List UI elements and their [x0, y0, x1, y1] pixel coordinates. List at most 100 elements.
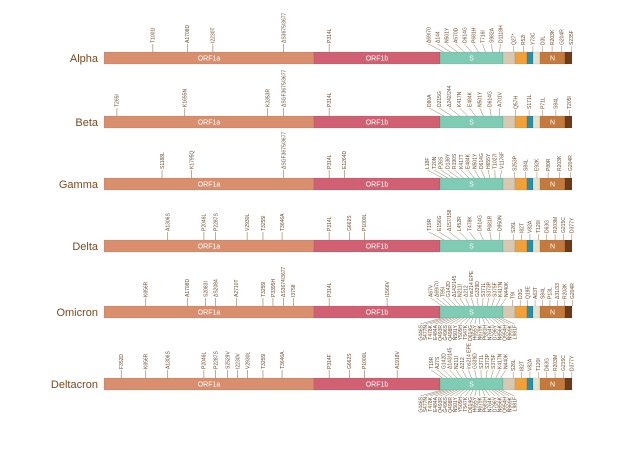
mutation-tick	[439, 232, 452, 240]
orf3-segment	[515, 240, 527, 252]
mutation-label: Q19E	[525, 286, 531, 299]
mutation-label: V1176F	[499, 152, 505, 169]
mutation-label: P3395H	[271, 279, 277, 297]
m-segment	[527, 52, 533, 64]
mutation-tick	[438, 44, 451, 52]
mutation-label: G204R	[559, 29, 565, 45]
variant-name: Delta	[72, 241, 99, 253]
mutation-label: D614G	[479, 153, 485, 169]
mutation-label: Δ242/244	[447, 85, 453, 107]
mutation-tick	[434, 170, 448, 178]
mutation-tick	[492, 390, 500, 396]
m-segment	[527, 116, 533, 128]
mutation-tick	[490, 108, 491, 116]
mutation-label: ΔSGF3675/3677	[281, 70, 287, 107]
mutation-label: D614G	[462, 27, 468, 43]
mutation-label: R203K	[563, 283, 569, 299]
mutation-tick	[491, 370, 494, 378]
mutation-label: T120I	[536, 358, 542, 371]
mutation-label: A1708D	[185, 25, 191, 43]
mutation-label: N440K	[504, 353, 510, 369]
mutation-label: V82A	[528, 220, 534, 233]
e-segment	[503, 52, 515, 64]
mutation-label: P26S	[439, 156, 445, 169]
mutation-label: D215G	[437, 91, 443, 107]
mutation-tick	[460, 298, 465, 306]
mutation-label: I1566V	[385, 280, 391, 297]
mutation-tick	[483, 318, 485, 324]
variant-name: Alpha	[70, 53, 99, 65]
mutation-label: D80A	[427, 94, 433, 107]
mutation-label: E156G	[437, 215, 443, 231]
mutation-label: A701V	[498, 91, 504, 107]
mutation-label: P71L	[540, 97, 546, 109]
mutation-tick	[489, 318, 495, 324]
mutation-label: Δ31/33	[555, 283, 561, 299]
mutation-label: F352D	[119, 354, 125, 369]
mutation-label: P314F	[327, 354, 333, 369]
mutation-label: K417T	[459, 154, 465, 169]
mutation-label: I2230T	[211, 27, 217, 43]
mutation-label: E1264D	[342, 151, 348, 169]
e-segment	[503, 240, 515, 252]
mutation-tick	[475, 318, 476, 324]
mutation-label: N440K	[504, 281, 510, 297]
mutation-label: T3255I	[261, 353, 267, 369]
mutation-tick	[496, 370, 500, 378]
mutation-tick	[441, 170, 453, 178]
mutation-tick	[449, 108, 459, 116]
mutation-label: P314L	[327, 216, 333, 231]
n-label: N	[550, 382, 555, 389]
m-segment	[527, 306, 533, 318]
e-segment	[503, 306, 515, 318]
mutation-label: P314L	[327, 154, 333, 169]
mutation-label: R203M	[553, 217, 559, 233]
mutation-label: D3L	[540, 36, 546, 45]
s-label: S	[469, 56, 474, 63]
mutation-tick	[501, 370, 506, 378]
mutation-tick	[487, 298, 489, 306]
m-segment	[527, 378, 533, 390]
mutation-label: A2710T	[234, 279, 240, 297]
orf1b-label: ORF1b	[366, 382, 389, 389]
mutation-label: P2046L	[202, 352, 208, 369]
variant-name: Gamma	[59, 179, 99, 191]
mutation-label: S1188L	[160, 152, 166, 169]
mutation-label: Δ69/70	[426, 27, 432, 43]
mutation-label: S2529V	[225, 351, 231, 369]
orf1b-label: ORF1b	[366, 56, 389, 63]
orf1b-label: ORF1b	[366, 182, 389, 189]
n-label: N	[550, 310, 555, 317]
mutation-label: P1000L	[362, 214, 368, 231]
mutation-tick	[486, 318, 490, 324]
mutation-label: D138Y	[445, 153, 451, 169]
mutation-tick	[483, 390, 485, 396]
mutation-tick	[470, 232, 476, 240]
mutation-tick	[425, 318, 444, 324]
mutation-label: ΔS3675/3677	[281, 12, 287, 43]
mutation-tick	[456, 370, 462, 378]
mutation-tick	[480, 232, 484, 240]
mutation-label: N501Y	[477, 91, 483, 107]
mutation-label: T716I	[480, 30, 486, 43]
mutation-label: P2287S	[213, 351, 219, 369]
mutation-label: L452R	[457, 216, 463, 231]
orf6-segment	[533, 52, 540, 64]
orf3-segment	[515, 178, 527, 190]
tail-segment	[565, 306, 572, 318]
mutation-tick	[437, 370, 447, 378]
mutation-label: D3G	[518, 289, 524, 299]
mutation-tick	[455, 390, 464, 396]
mutation-tick	[499, 232, 500, 240]
mutation-tick	[492, 318, 500, 324]
mutation-label: R203K	[550, 29, 556, 45]
mutation-tick	[475, 390, 476, 396]
mutation-label: L981F	[512, 397, 518, 411]
mutation-label: Q27*	[512, 34, 518, 45]
mutation-label: I82T	[519, 223, 525, 233]
variant-name: Beta	[75, 117, 99, 129]
